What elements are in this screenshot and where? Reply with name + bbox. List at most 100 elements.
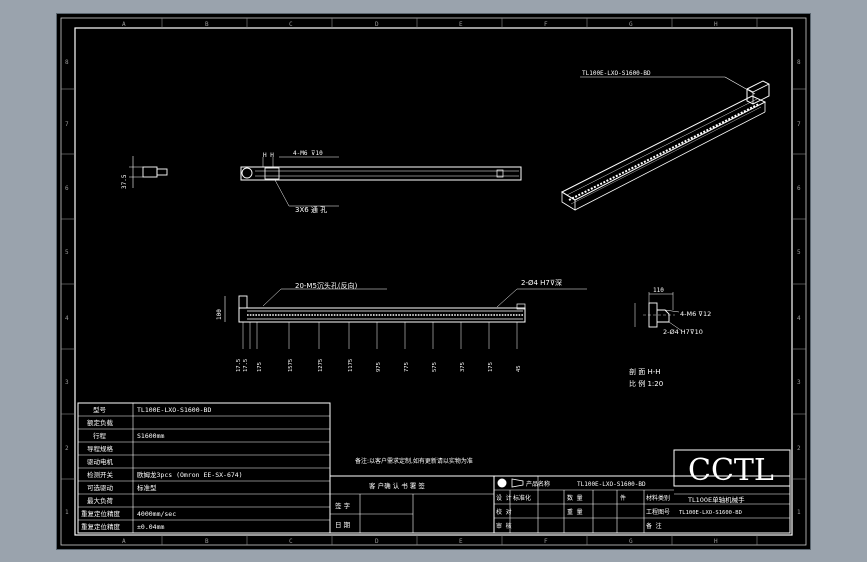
dimension-label: 45: [516, 365, 522, 372]
spec-value: S1600mm: [137, 432, 164, 440]
spec-label: 驱动电机: [87, 457, 114, 466]
title-cell: 重 量: [567, 508, 583, 516]
ruler-letter: D: [375, 538, 379, 545]
ruler-letter: E: [459, 21, 463, 28]
ruler-letter: E: [459, 538, 463, 545]
section-title: 剖 面 H-H: [629, 367, 661, 376]
ruler-letter: B: [205, 21, 209, 28]
ruler-letter: F: [544, 538, 548, 545]
title-cell: 标准化: [513, 494, 531, 502]
side-ruler: 8 7 6 5 4 3 2 1 8 7 6 5 4 3 2 1: [65, 59, 801, 516]
spec-table-rows: 型号 TL100E-LXO-S1600-BD 额定负载 行程 S1600mm 导…: [81, 405, 243, 531]
ruler-letter: D: [375, 21, 379, 28]
sign-label: 签 字: [335, 501, 351, 510]
product-name-label: 产品名称: [526, 480, 550, 488]
main-right-callout: 2-Ø4 H7⊽深: [521, 278, 562, 287]
spec-value: 4000mm/sec: [137, 510, 176, 518]
main-height-dimension: 100: [216, 309, 223, 320]
detail-callout-1: 4-M6 ⊽12: [680, 310, 711, 318]
title-block: [493, 449, 791, 534]
main-dimension-row: 17.5 17.5 175 1575 1275 1175 975 775 575…: [236, 359, 522, 372]
spec-label: 导程规格: [87, 444, 114, 453]
drawing-viewport[interactable]: A B C D E F G H: [56, 13, 811, 550]
ruler-letter: C: [289, 538, 293, 545]
main-top-callout: 20-M5沉头孔(反向): [295, 281, 358, 290]
side-view-callout: 4-M6 ⊽10: [293, 150, 323, 157]
ruler-number: 2: [65, 445, 69, 452]
spec-label: 额定负载: [87, 418, 114, 427]
dimension-label: 975: [376, 362, 382, 372]
ruler-letter: H: [714, 538, 718, 545]
ruler-letter: C: [289, 21, 293, 28]
ruler-letter: G: [629, 538, 633, 545]
bottom-ruler: A B C D E F G H: [122, 538, 718, 545]
end-view-small: [129, 156, 168, 188]
title-cell: 审 核: [496, 522, 512, 530]
spec-label: 可选驱动: [87, 483, 114, 492]
technical-note: 备注:以客户需求定制,如有更新请以实物为准: [355, 457, 473, 465]
ruler-number: 6: [65, 185, 69, 192]
spec-label: 型号: [93, 405, 107, 414]
isometric-view: [560, 76, 770, 211]
title-cell: 备 注: [646, 522, 662, 530]
sheet-outer-border: [60, 17, 807, 546]
product-name-value: TL100E-LXO-S1600-BD: [577, 481, 646, 488]
spec-value: 欧姆龙3pcs (Omron EE-SX-674): [137, 470, 243, 479]
series-name: TL100E单轴机械手: [687, 495, 745, 504]
projection-symbol-icon: [497, 478, 507, 488]
ruler-number: 7: [797, 121, 801, 128]
date-label: 日 期: [335, 521, 351, 529]
spec-label: 重复定位精度: [81, 522, 121, 531]
side-view-hole-note: 3X6 通 孔: [295, 205, 327, 214]
title-cell: 校 对: [496, 508, 512, 516]
ruler-letter: H: [714, 21, 718, 28]
ruler-number: 3: [797, 379, 801, 386]
title-cell: 材料类别: [646, 494, 670, 502]
spec-label: 检测开关: [87, 470, 114, 479]
company-logo: CCTL: [688, 453, 774, 488]
iso-view-label: TL100E-LXO-S1600-BD: [582, 70, 651, 77]
title-cell: 件: [620, 494, 626, 502]
ruler-number: 1: [797, 509, 801, 516]
dimension-label: 775: [404, 362, 410, 372]
ruler-number: 8: [65, 59, 69, 66]
ruler-letter: A: [122, 21, 126, 28]
ruler-letter: G: [629, 21, 633, 28]
spec-label: 行程: [93, 431, 107, 440]
spec-table: [77, 402, 331, 534]
spec-label: 重复定位精度: [81, 509, 121, 518]
ruler-number: 7: [65, 121, 69, 128]
ruler-number: 4: [797, 315, 801, 322]
section-detail-view: [634, 292, 683, 332]
detail-callout-2: 2-Ø4 H7⊽10: [663, 328, 703, 336]
spec-label: 最大负荷: [87, 496, 114, 505]
dimension-label: 375: [460, 362, 466, 372]
ruler-number: 1: [65, 509, 69, 516]
top-ruler: A B C D E F G H: [122, 21, 718, 28]
title-cell: 数 量: [567, 494, 583, 502]
ruler-number: 5: [797, 249, 801, 256]
ruler-letter: F: [544, 21, 548, 28]
side-view-hh-marker: H H: [263, 152, 274, 159]
ruler-number: 5: [65, 249, 69, 256]
ruler-number: 4: [65, 315, 69, 322]
ruler-letter: B: [205, 538, 209, 545]
dimension-label: 175: [488, 362, 494, 372]
side-view: [240, 156, 522, 207]
drawing-canvas: A B C D E F G H: [60, 17, 807, 546]
title-cell: 工程图号: [646, 508, 670, 516]
ruler-number: 2: [797, 445, 801, 452]
end-view-dimension: 37.5: [121, 174, 128, 189]
dimension-label: 1275: [318, 359, 324, 372]
title-cell: 设 计: [496, 494, 512, 502]
dimension-label: 17.5: [243, 359, 249, 372]
title-block-rows: 设 计 标准化 数 量 件 材料类别 校 对 重 量 工程图号 审 核 备 注: [496, 494, 670, 530]
spec-value: 标准型: [137, 483, 157, 492]
dimension-label: 17.5: [236, 359, 242, 372]
ruler-number: 3: [65, 379, 69, 386]
detail-dimension-top: 110: [653, 287, 664, 294]
spec-value: ±0.04mm: [137, 523, 164, 531]
drawing-number: TL100E-LXO-S1600-BD: [679, 510, 742, 516]
main-view: [224, 288, 587, 349]
